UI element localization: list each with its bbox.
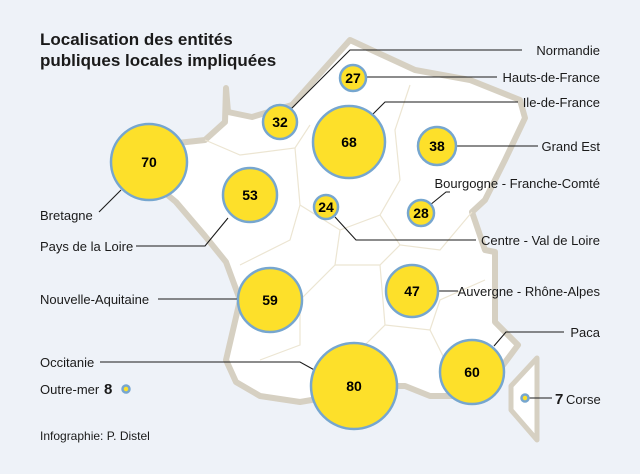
label-normandie: Normandie <box>536 43 600 58</box>
bubble-bourgogne: 28 <box>406 198 436 228</box>
title-line-1: Localisation des entités <box>40 30 233 49</box>
label-pays-de-la-loire: Pays de la Loire <box>40 239 133 254</box>
label-centre: Centre - Val de Loire <box>481 233 600 248</box>
label-bourgogne: Bourgogne - Franche-Comté <box>435 176 600 191</box>
svg-text:59: 59 <box>262 292 278 308</box>
svg-text:27: 27 <box>345 70 361 86</box>
bubble-hauts-de-france: 27 <box>338 63 368 93</box>
svg-text:80: 80 <box>346 378 362 394</box>
bubble-outre-mer <box>121 384 131 394</box>
title-line-2: publiques locales impliquées <box>40 51 276 70</box>
svg-text:53: 53 <box>242 187 258 203</box>
svg-text:32: 32 <box>272 114 288 130</box>
bubble-nouvelle-aquitaine: 59 <box>236 266 304 334</box>
svg-text:68: 68 <box>341 134 357 150</box>
bubble-paca: 60 <box>438 338 506 406</box>
bubble-grand-est: 38 <box>416 125 458 167</box>
credit: Infographie: P. Distel <box>40 429 150 443</box>
label-grand-est: Grand Est <box>541 139 600 154</box>
svg-text:28: 28 <box>413 205 429 221</box>
svg-text:24: 24 <box>318 199 334 215</box>
bubble-centre: 24 <box>312 193 340 221</box>
label-outre-mer: Outre-mer <box>40 382 100 397</box>
bubble-bretagne: 70 <box>109 122 189 202</box>
leader-lines <box>98 49 564 399</box>
svg-text:60: 60 <box>464 364 480 380</box>
svg-text:47: 47 <box>404 283 420 299</box>
bubble-normandie: 32 <box>261 103 299 141</box>
label-ile-de-france: Ile-de-France <box>523 95 600 110</box>
bubble-ile-de-france: 68 <box>311 104 387 180</box>
bubble-pays-de-la-loire: 53 <box>221 166 279 224</box>
bubble-auvergne: 47 <box>384 263 440 319</box>
label-auvergne: Auvergne - Rhône-Alpes <box>458 284 601 299</box>
value-corse: 7 <box>555 391 563 408</box>
label-bretagne: Bretagne <box>40 208 93 223</box>
value-outre-mer: 8 <box>104 381 112 398</box>
svg-text:38: 38 <box>429 138 445 154</box>
svg-text:70: 70 <box>141 154 157 170</box>
label-occitanie: Occitanie <box>40 355 94 370</box>
bubble-corse <box>520 393 530 403</box>
label-paca: Paca <box>570 325 600 340</box>
label-corse: Corse <box>566 392 601 407</box>
bubble-occitanie: 80 <box>309 341 399 431</box>
label-hauts-de-france: Hauts-de-France <box>502 70 600 85</box>
label-nouvelle-aquitaine: Nouvelle-Aquitaine <box>40 292 149 307</box>
